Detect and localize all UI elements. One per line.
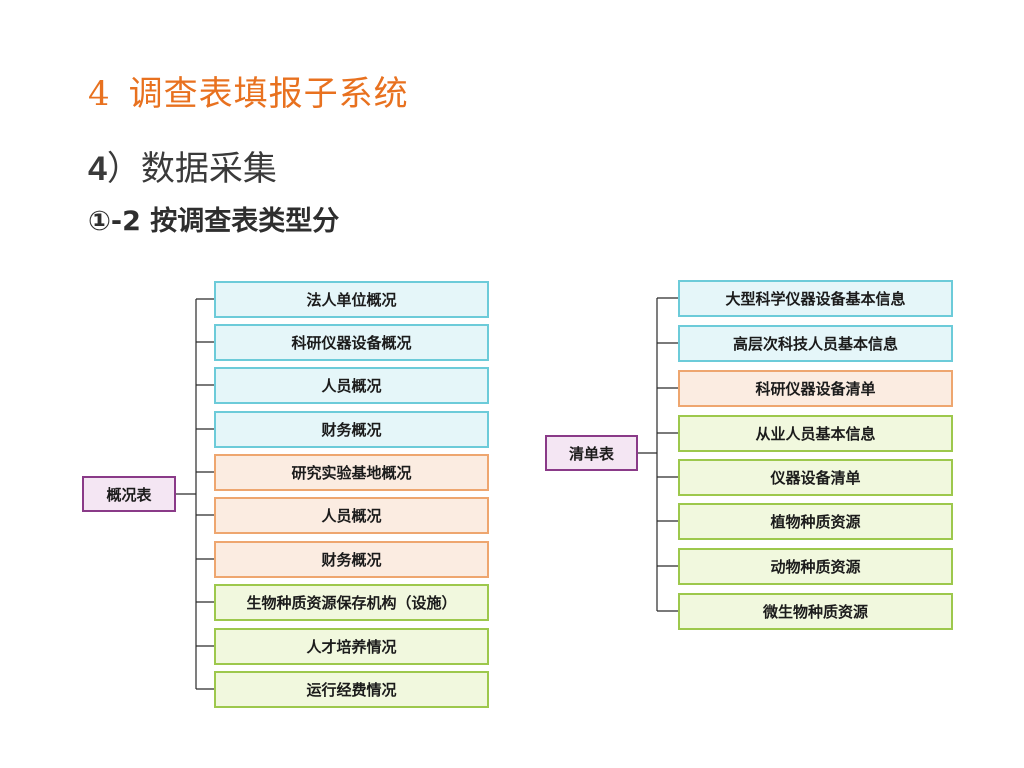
section-text: ）数据采集 <box>106 149 277 189</box>
heading-number: 4 <box>88 74 111 114</box>
slide-heading: 4 调查表填报子系统 <box>88 66 409 115</box>
left-item: 科研仪器设备概况 <box>214 324 489 361</box>
left-item: 生物种质资源保存机构（设施） <box>214 584 489 621</box>
section-number: 4 <box>88 150 107 188</box>
left-item: 人才培养情况 <box>214 628 489 665</box>
right-item: 动物种质资源 <box>678 548 953 585</box>
left-item: 运行经费情况 <box>214 671 489 708</box>
left-item: 财务概况 <box>214 541 489 578</box>
right-item: 科研仪器设备清单 <box>678 370 953 407</box>
right-item: 高层次科技人员基本信息 <box>678 325 953 362</box>
heading-text: 调查表填报子系统 <box>128 74 409 114</box>
section-subtitle: 4）数据采集 <box>88 141 277 190</box>
right-item: 仪器设备清单 <box>678 459 953 496</box>
left-item: 法人单位概况 <box>214 281 489 318</box>
left-item: 研究实验基地概况 <box>214 454 489 491</box>
left-item: 财务概况 <box>214 411 489 448</box>
overview-table-root: 概况表 <box>82 476 176 512</box>
left-item: 人员概况 <box>214 497 489 534</box>
list-table-root: 清单表 <box>545 435 638 471</box>
right-item: 微生物种质资源 <box>678 593 953 630</box>
left-item: 人员概况 <box>214 367 489 404</box>
section-subheading: ①-2 按调查表类型分 <box>88 206 340 237</box>
right-item: 植物种质资源 <box>678 503 953 540</box>
right-item: 大型科学仪器设备基本信息 <box>678 280 953 317</box>
right-item: 从业人员基本信息 <box>678 415 953 452</box>
